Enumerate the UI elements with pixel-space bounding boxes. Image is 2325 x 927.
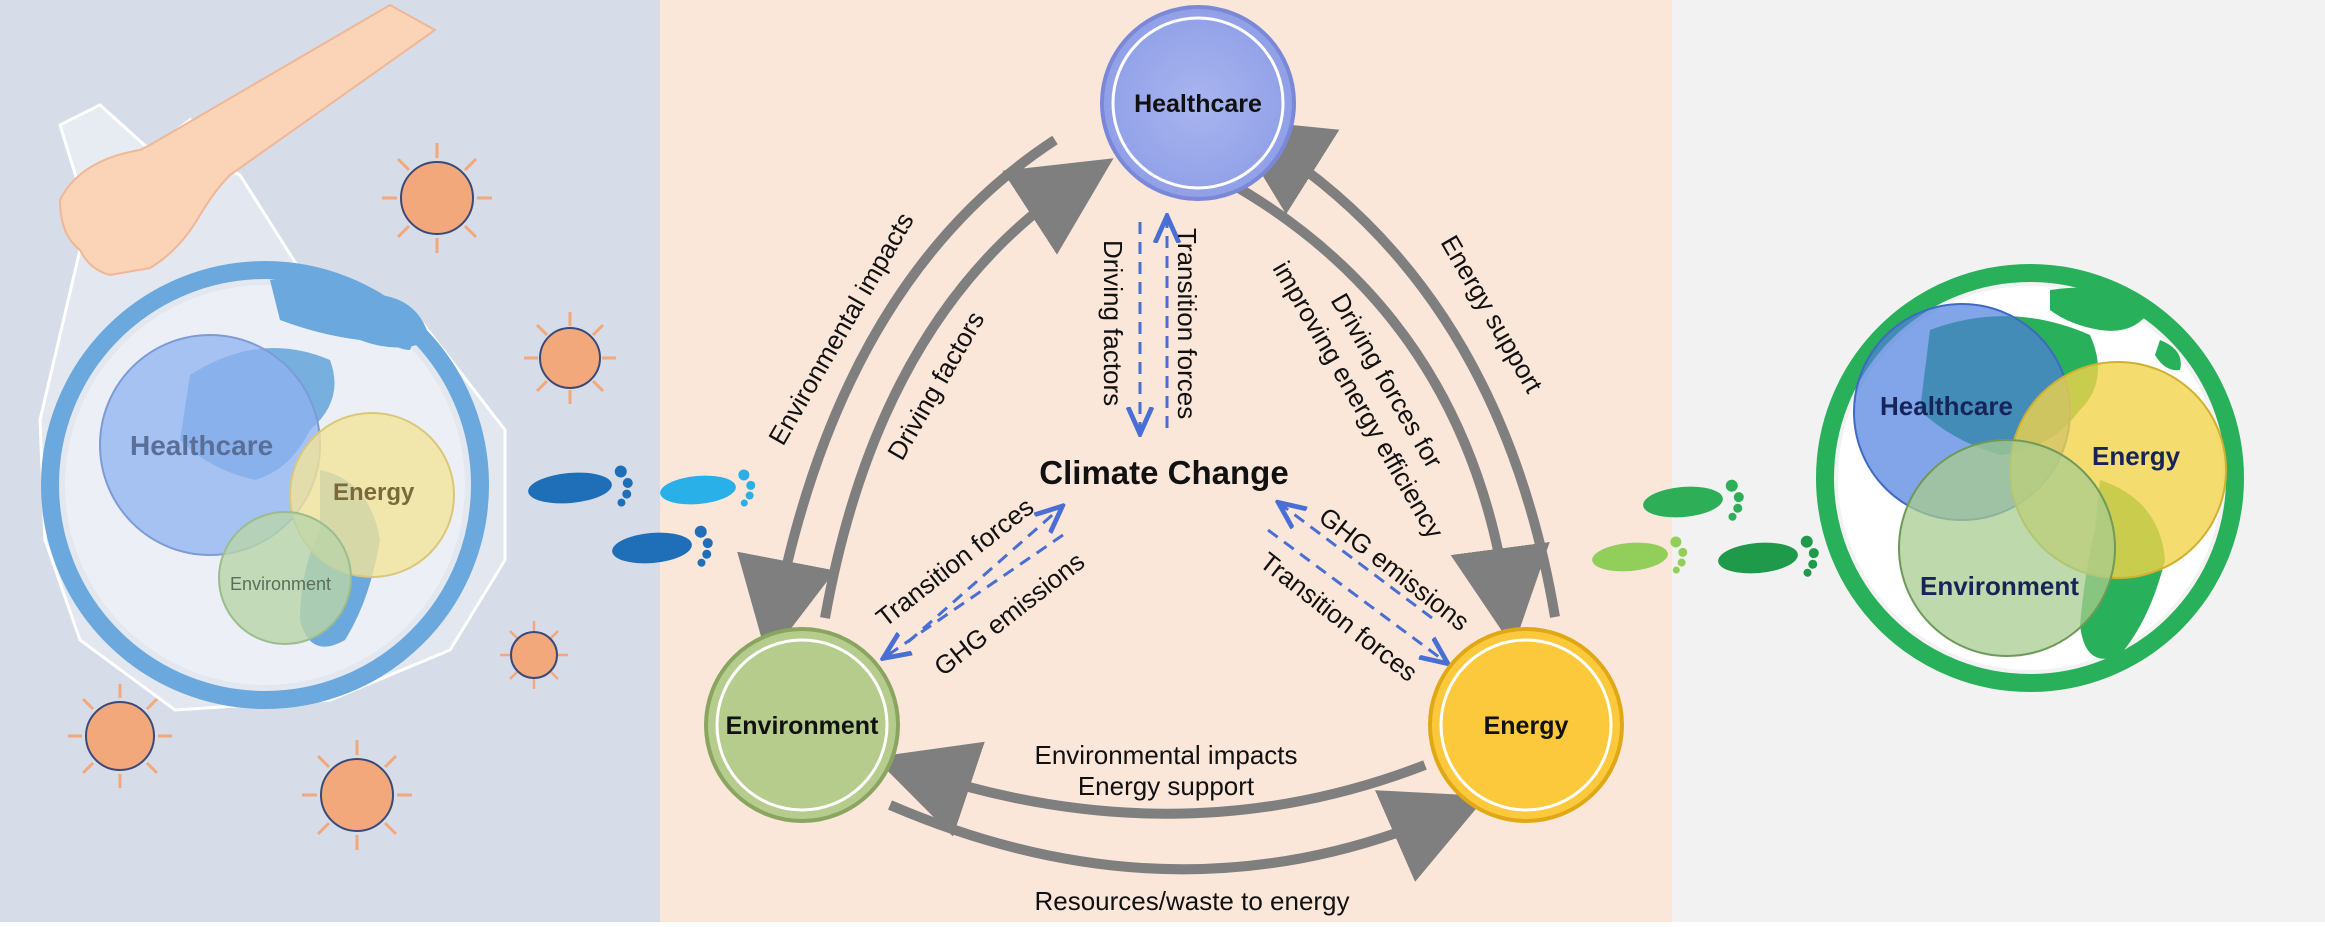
dashed-arrow-energy-up xyxy=(1283,506,1433,620)
healthcare-node: Healthcare xyxy=(1100,5,1296,201)
environment-node: Environment xyxy=(704,627,900,823)
dashed-arrow-env-down xyxy=(888,533,1064,655)
energy-node: Energy xyxy=(1428,627,1624,823)
right-healthcare-label: Healthcare xyxy=(1880,391,2013,421)
right-environment-label: Environment xyxy=(1920,571,2079,601)
arrow-energy-to-healthcare xyxy=(1228,118,1560,618)
footprint-icon xyxy=(660,469,756,507)
arrow-healthcare-to-environment-outer xyxy=(737,135,1058,660)
dashed-arrow-env-up xyxy=(907,510,1058,644)
earth-icon xyxy=(41,261,489,709)
left-environment-circle xyxy=(218,511,352,645)
footprint-icon xyxy=(612,525,713,567)
virus-icon xyxy=(500,621,568,689)
footprint-icon xyxy=(1643,479,1744,521)
dashed-arrow-energy-down xyxy=(1267,528,1443,660)
energy-node-label: Energy xyxy=(1484,712,1569,740)
right-energy-label: Energy xyxy=(2092,441,2181,471)
environment-node-label: Environment xyxy=(726,712,879,740)
arrow-environment-to-energy xyxy=(888,790,1487,882)
healthcare-node-label: Healthcare xyxy=(1134,90,1262,118)
hand-icon xyxy=(58,3,437,277)
arrow-environment-to-healthcare-inner xyxy=(820,158,1114,619)
virus-icon xyxy=(302,740,412,850)
virus-icon xyxy=(68,684,172,788)
footprint-icon xyxy=(528,465,633,507)
arrow-healthcare-to-energy xyxy=(1227,178,1550,648)
label-driving-factors-inner: Driving factors xyxy=(1098,240,1128,406)
left-energy-label: Energy xyxy=(333,479,415,506)
footprint-icon xyxy=(1718,535,1819,577)
left-illustration: Healthcare Energy Environment xyxy=(38,3,756,850)
label-energy-support-bottom: Energy support xyxy=(1078,771,1255,801)
arrow-energy-to-environment xyxy=(874,741,1427,837)
label-resources-waste-to-energy: Resources/waste to energy xyxy=(1034,886,1349,916)
footprint-icon xyxy=(1592,536,1688,574)
virus-icon xyxy=(382,143,492,253)
label-transition-forces-inner: Transition forces xyxy=(1172,228,1202,419)
earth-icon xyxy=(1816,264,2244,692)
climate-change-title: Climate Change xyxy=(1039,454,1288,491)
left-healthcare-label: Healthcare xyxy=(130,430,273,461)
left-environment-label: Environment xyxy=(230,574,331,594)
right-illustration: Healthcare Energy Environment xyxy=(1592,264,2244,692)
label-environmental-impacts-bottom: Environmental impacts xyxy=(1035,740,1298,770)
right-environment-circle xyxy=(1898,439,2116,657)
virus-icon xyxy=(524,312,616,404)
